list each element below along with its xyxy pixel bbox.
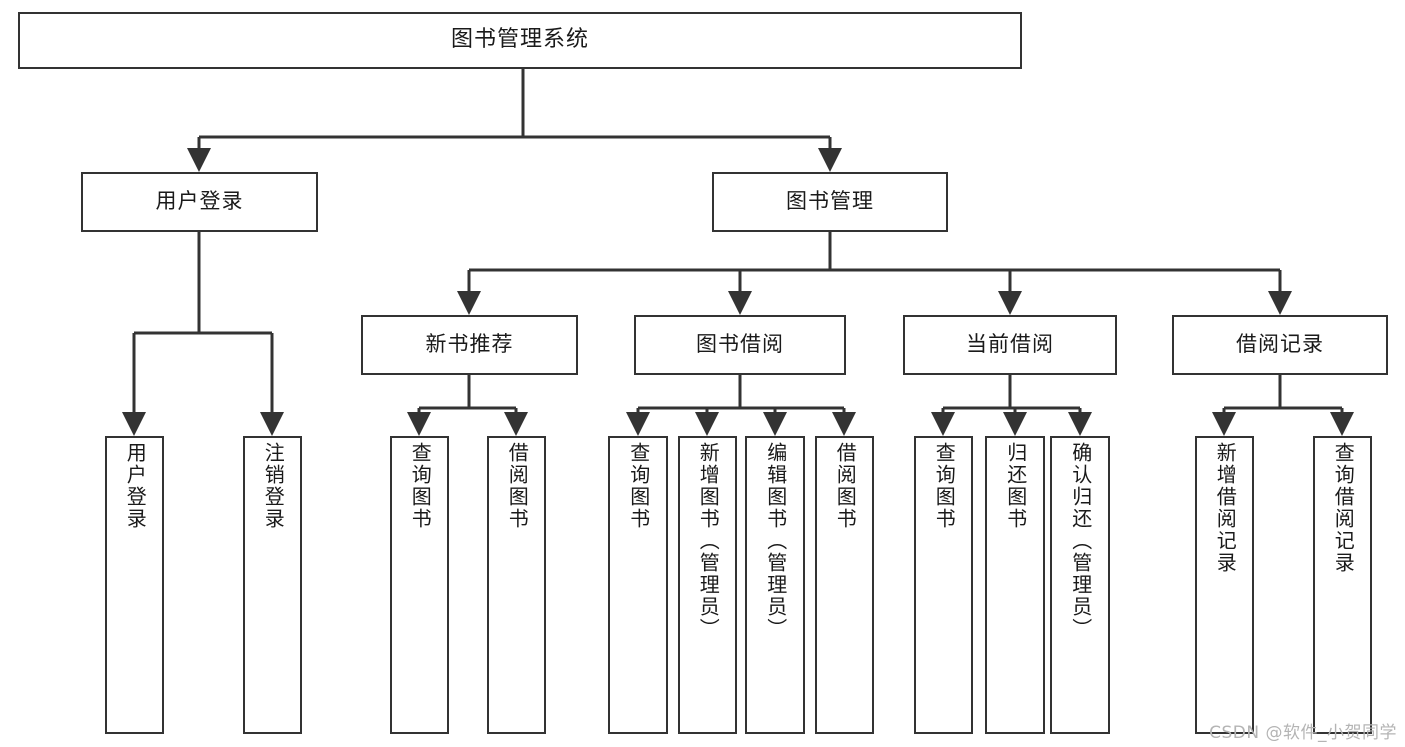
node-leaf-user-login[interactable]: 用户登录	[105, 436, 164, 734]
leaf-label: 查询图书	[626, 442, 651, 530]
leaf-label: 确认归还（管理员）	[1068, 442, 1093, 640]
leaf-label: 查询借阅记录	[1331, 442, 1356, 574]
leaf-label: 编辑图书（管理员）	[763, 442, 788, 640]
leaf-label: 注销登录	[261, 442, 286, 530]
node-leaf-query-record[interactable]: 查询借阅记录	[1313, 436, 1372, 734]
node-leaf-borrow-book-1[interactable]: 借阅图书	[487, 436, 546, 734]
node-current-borrow[interactable]: 当前借阅	[903, 315, 1117, 375]
node-leaf-add-record[interactable]: 新增借阅记录	[1195, 436, 1254, 734]
node-new-book-recommend[interactable]: 新书推荐	[361, 315, 578, 375]
leaf-label: 借阅图书	[505, 442, 530, 530]
node-leaf-query-book-3[interactable]: 查询图书	[914, 436, 973, 734]
node-leaf-query-book-1[interactable]: 查询图书	[390, 436, 449, 734]
node-book-borrow[interactable]: 图书借阅	[634, 315, 846, 375]
node-leaf-query-book-2[interactable]: 查询图书	[608, 436, 668, 734]
node-user-login[interactable]: 用户登录	[81, 172, 318, 232]
csdn-watermark: CSDN @软件_小贺同学	[1209, 723, 1397, 743]
node-root-system[interactable]: 图书管理系统	[18, 12, 1022, 69]
node-leaf-return-book[interactable]: 归还图书	[985, 436, 1045, 734]
node-leaf-add-book-admin[interactable]: 新增图书（管理员）	[678, 436, 737, 734]
node-leaf-borrow-book-2[interactable]: 借阅图书	[815, 436, 874, 734]
leaf-label: 借阅图书	[833, 442, 858, 530]
leaf-label: 归还图书	[1003, 442, 1028, 530]
leaf-label: 新增图书（管理员）	[696, 442, 721, 640]
node-leaf-logout-login[interactable]: 注销登录	[243, 436, 302, 734]
leaf-label: 查询图书	[932, 442, 957, 530]
node-borrow-record[interactable]: 借阅记录	[1172, 315, 1388, 375]
leaf-label: 查询图书	[408, 442, 433, 530]
node-leaf-confirm-return[interactable]: 确认归还（管理员）	[1050, 436, 1110, 734]
node-book-manage[interactable]: 图书管理	[712, 172, 948, 232]
leaf-label: 用户登录	[123, 442, 148, 530]
leaf-label: 新增借阅记录	[1213, 442, 1238, 574]
node-leaf-edit-book-admin[interactable]: 编辑图书（管理员）	[745, 436, 805, 734]
